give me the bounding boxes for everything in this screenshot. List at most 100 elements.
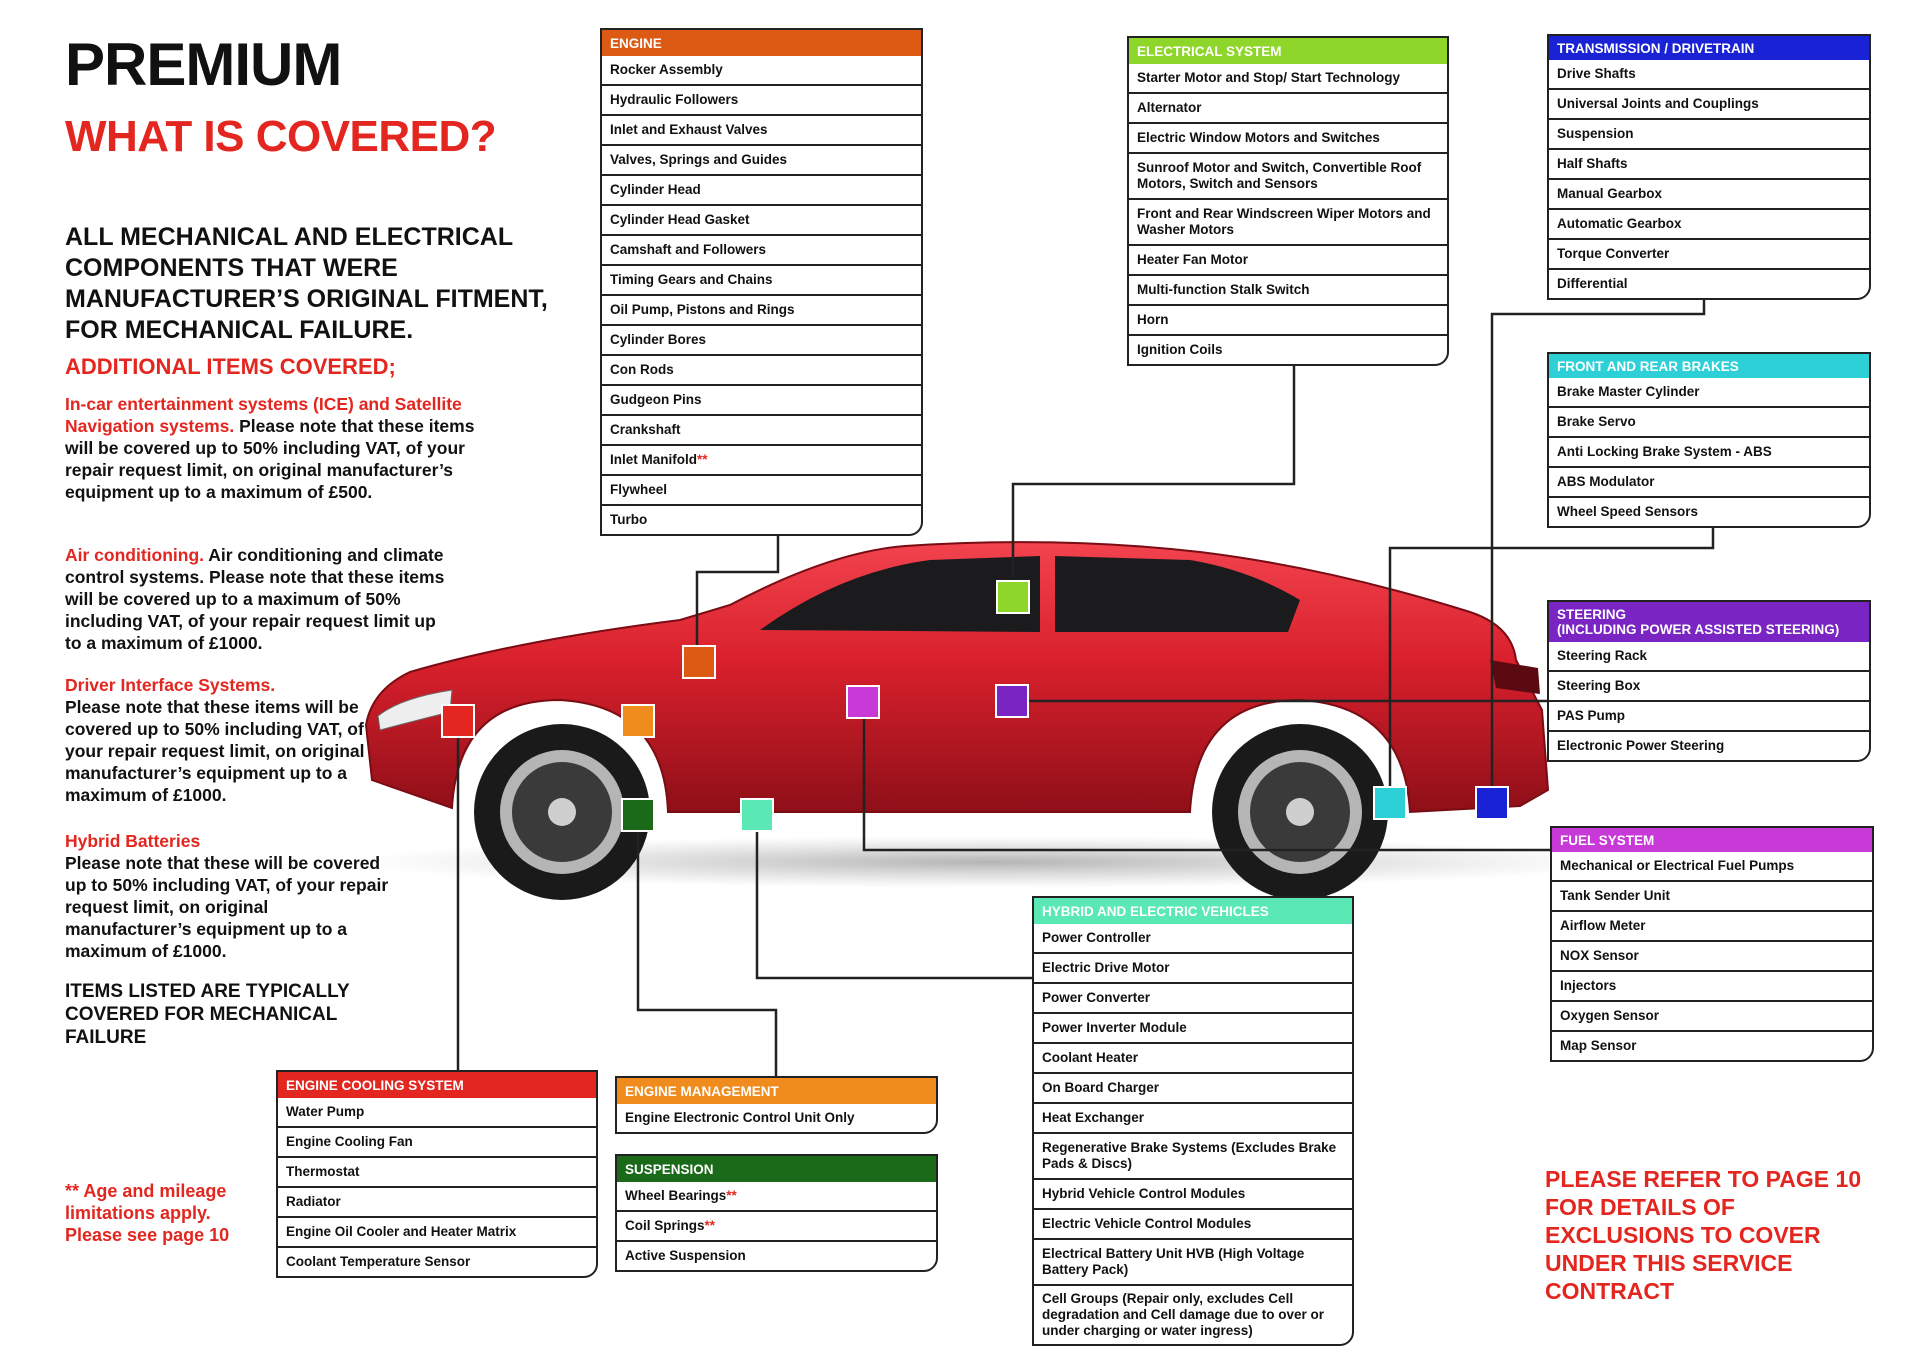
fuel-item-label: Oxygen Sensor (1560, 1008, 1660, 1023)
cooling-item-label: Radiator (286, 1194, 341, 1209)
hybrid-header: HYBRID AND ELECTRIC VEHICLES (1034, 898, 1352, 924)
fuel-item-label: Injectors (1560, 978, 1617, 993)
hybrid-item: Power Inverter Module (1034, 1012, 1352, 1042)
brakes-item-label: Brake Servo (1557, 414, 1636, 429)
additional-items-heading: ADDITIONAL ITEMS COVERED; (65, 354, 396, 379)
line-transmission (1490, 292, 1706, 786)
electrical-item: Heater Fan Motor (1129, 244, 1447, 274)
cooling-header: ENGINE COOLING SYSTEM (278, 1072, 596, 1098)
line-brakes (1388, 522, 1715, 786)
suspension-item-label: Wheel Bearings (625, 1188, 727, 1203)
note-dis-lead: Driver Interface Systems. (65, 675, 276, 695)
management-item: Engine Electronic Control Unit Only (617, 1104, 936, 1132)
marker-fuel (846, 685, 880, 719)
hybrid-item: Hybrid Vehicle Control Modules (1034, 1178, 1352, 1208)
hybrid-item-label: Electrical Battery Unit HVB (High Voltag… (1042, 1246, 1305, 1277)
hybrid-item: Regenerative Brake Systems (Excludes Bra… (1034, 1132, 1352, 1178)
transmission-item: Drive Shafts (1549, 60, 1869, 88)
suspension-item-label: Coil Springs (625, 1218, 705, 1233)
fuel-item: Map Sensor (1552, 1030, 1872, 1060)
hybrid-item-label: Hybrid Vehicle Control Modules (1042, 1186, 1246, 1201)
engine-item-label: Rocker Assembly (610, 62, 723, 77)
electrical-item: Multi-function Stalk Switch (1129, 274, 1447, 304)
hybrid-item-label: On Board Charger (1042, 1080, 1160, 1095)
car-window-front (760, 556, 1040, 632)
fuel-item: Oxygen Sensor (1552, 1000, 1872, 1030)
hybrid-item: Heat Exchanger (1034, 1102, 1352, 1132)
note-ac-lead: Air conditioning. (65, 545, 205, 565)
electrical-header: ELECTRICAL SYSTEM (1129, 38, 1447, 64)
brakes-item-label: Brake Master Cylinder (1557, 384, 1700, 399)
engine-item: Valves, Springs and Guides (602, 144, 921, 174)
cooling-item-label: Coolant Temperature Sensor (286, 1254, 471, 1269)
hybrid-item-label: Regenerative Brake Systems (Excludes Bra… (1042, 1140, 1337, 1171)
engine-item: Inlet and Exhaust Valves (602, 114, 921, 144)
brakes-item: Wheel Speed Sensors (1549, 496, 1869, 526)
fuel-item-label: NOX Sensor (1560, 948, 1639, 963)
line-fuel (862, 702, 1550, 852)
age-mileage-marker: ** (726, 1188, 737, 1203)
engine-item-label: Hydraulic Followers (610, 92, 739, 107)
electrical-item: Starter Motor and Stop/ Start Technology (1129, 64, 1447, 92)
engine-item-label: Timing Gears and Chains (610, 272, 773, 287)
transmission-item: Half Shafts (1549, 148, 1869, 178)
engine-item-label: Inlet Manifold (610, 452, 697, 467)
intro-statement: ALL MECHANICAL AND ELECTRICAL COMPONENTS… (65, 223, 548, 344)
electrical-item: Ignition Coils (1129, 334, 1447, 364)
electrical-item-label: Front and Rear Windscreen Wiper Motors a… (1137, 206, 1431, 237)
electrical-item-label: Alternator (1137, 100, 1202, 115)
engine-item: Oil Pump, Pistons and Rings (602, 294, 921, 324)
steering-item-label: PAS Pump (1557, 708, 1626, 723)
brakes-item: Anti Locking Brake System - ABS (1549, 436, 1869, 466)
transmission-item-label: Manual Gearbox (1557, 186, 1663, 201)
marker-engine (682, 645, 716, 679)
brakes-box: FRONT AND REAR BRAKES Brake Master Cylind… (1547, 352, 1871, 528)
electrical-item-label: Sunroof Motor and Switch, Convertible Ro… (1137, 160, 1422, 191)
steering-item-label: Electronic Power Steering (1557, 738, 1725, 753)
engine-item: Cylinder Head (602, 174, 921, 204)
transmission-item-label: Differential (1557, 276, 1628, 291)
front-wheel (474, 724, 650, 900)
line-management (636, 815, 778, 1076)
brakes-header: FRONT AND REAR BRAKES (1549, 354, 1869, 378)
engine-item-label: Con Rods (610, 362, 674, 377)
electrical-item: Front and Rear Windscreen Wiper Motors a… (1129, 198, 1447, 244)
fuel-header: FUEL SYSTEM (1552, 828, 1872, 852)
engine-item: Cylinder Head Gasket (602, 204, 921, 234)
cooling-item: Engine Oil Cooler and Heater Matrix (278, 1216, 596, 1246)
transmission-item: Manual Gearbox (1549, 178, 1869, 208)
age-mileage-note: ** Age and mileage limitations apply. Pl… (65, 1181, 230, 1245)
note-hb-lead: Hybrid Batteries (65, 831, 201, 851)
management-header: ENGINE MANAGEMENT (617, 1078, 936, 1104)
hybrid-item-label: Electric Drive Motor (1042, 960, 1170, 975)
line-electrical (1011, 357, 1296, 578)
electrical-item-label: Ignition Coils (1137, 342, 1223, 357)
note-air-conditioning: Air conditioning. Air conditioning and c… (65, 544, 450, 654)
note-ac-body: Air conditioning and climate control sys… (65, 545, 445, 653)
transmission-item-label: Automatic Gearbox (1557, 216, 1682, 231)
engine-item-label: Gudgeon Pins (610, 392, 702, 407)
line-engine (695, 510, 780, 660)
transmission-item: Torque Converter (1549, 238, 1869, 268)
fuel-item: Tank Sender Unit (1552, 880, 1872, 910)
note-hb-body: Please note that these will be covered u… (65, 853, 389, 961)
engine-item-label: Inlet and Exhaust Valves (610, 122, 768, 137)
engine-item-label: Flywheel (610, 482, 668, 497)
note-driver-interface: Driver Interface Systems.Please note tha… (65, 674, 365, 806)
transmission-item-label: Drive Shafts (1557, 66, 1636, 81)
hybrid-item: Electric Vehicle Control Modules (1034, 1208, 1352, 1238)
cooling-item-label: Engine Oil Cooler and Heater Matrix (286, 1224, 517, 1239)
hybrid-item-label: Coolant Heater (1042, 1050, 1139, 1065)
hybrid-item: Electrical Battery Unit HVB (High Voltag… (1034, 1238, 1352, 1284)
engine-item-label: Crankshaft (610, 422, 681, 437)
car-taillight (1490, 660, 1540, 694)
engine-item: Rocker Assembly (602, 56, 921, 84)
brakes-item: Brake Servo (1549, 406, 1869, 436)
note-ice-body: Please note that these items will be cov… (65, 416, 475, 502)
transmission-item-label: Suspension (1557, 126, 1634, 141)
suspension-header: SUSPENSION (617, 1156, 936, 1182)
